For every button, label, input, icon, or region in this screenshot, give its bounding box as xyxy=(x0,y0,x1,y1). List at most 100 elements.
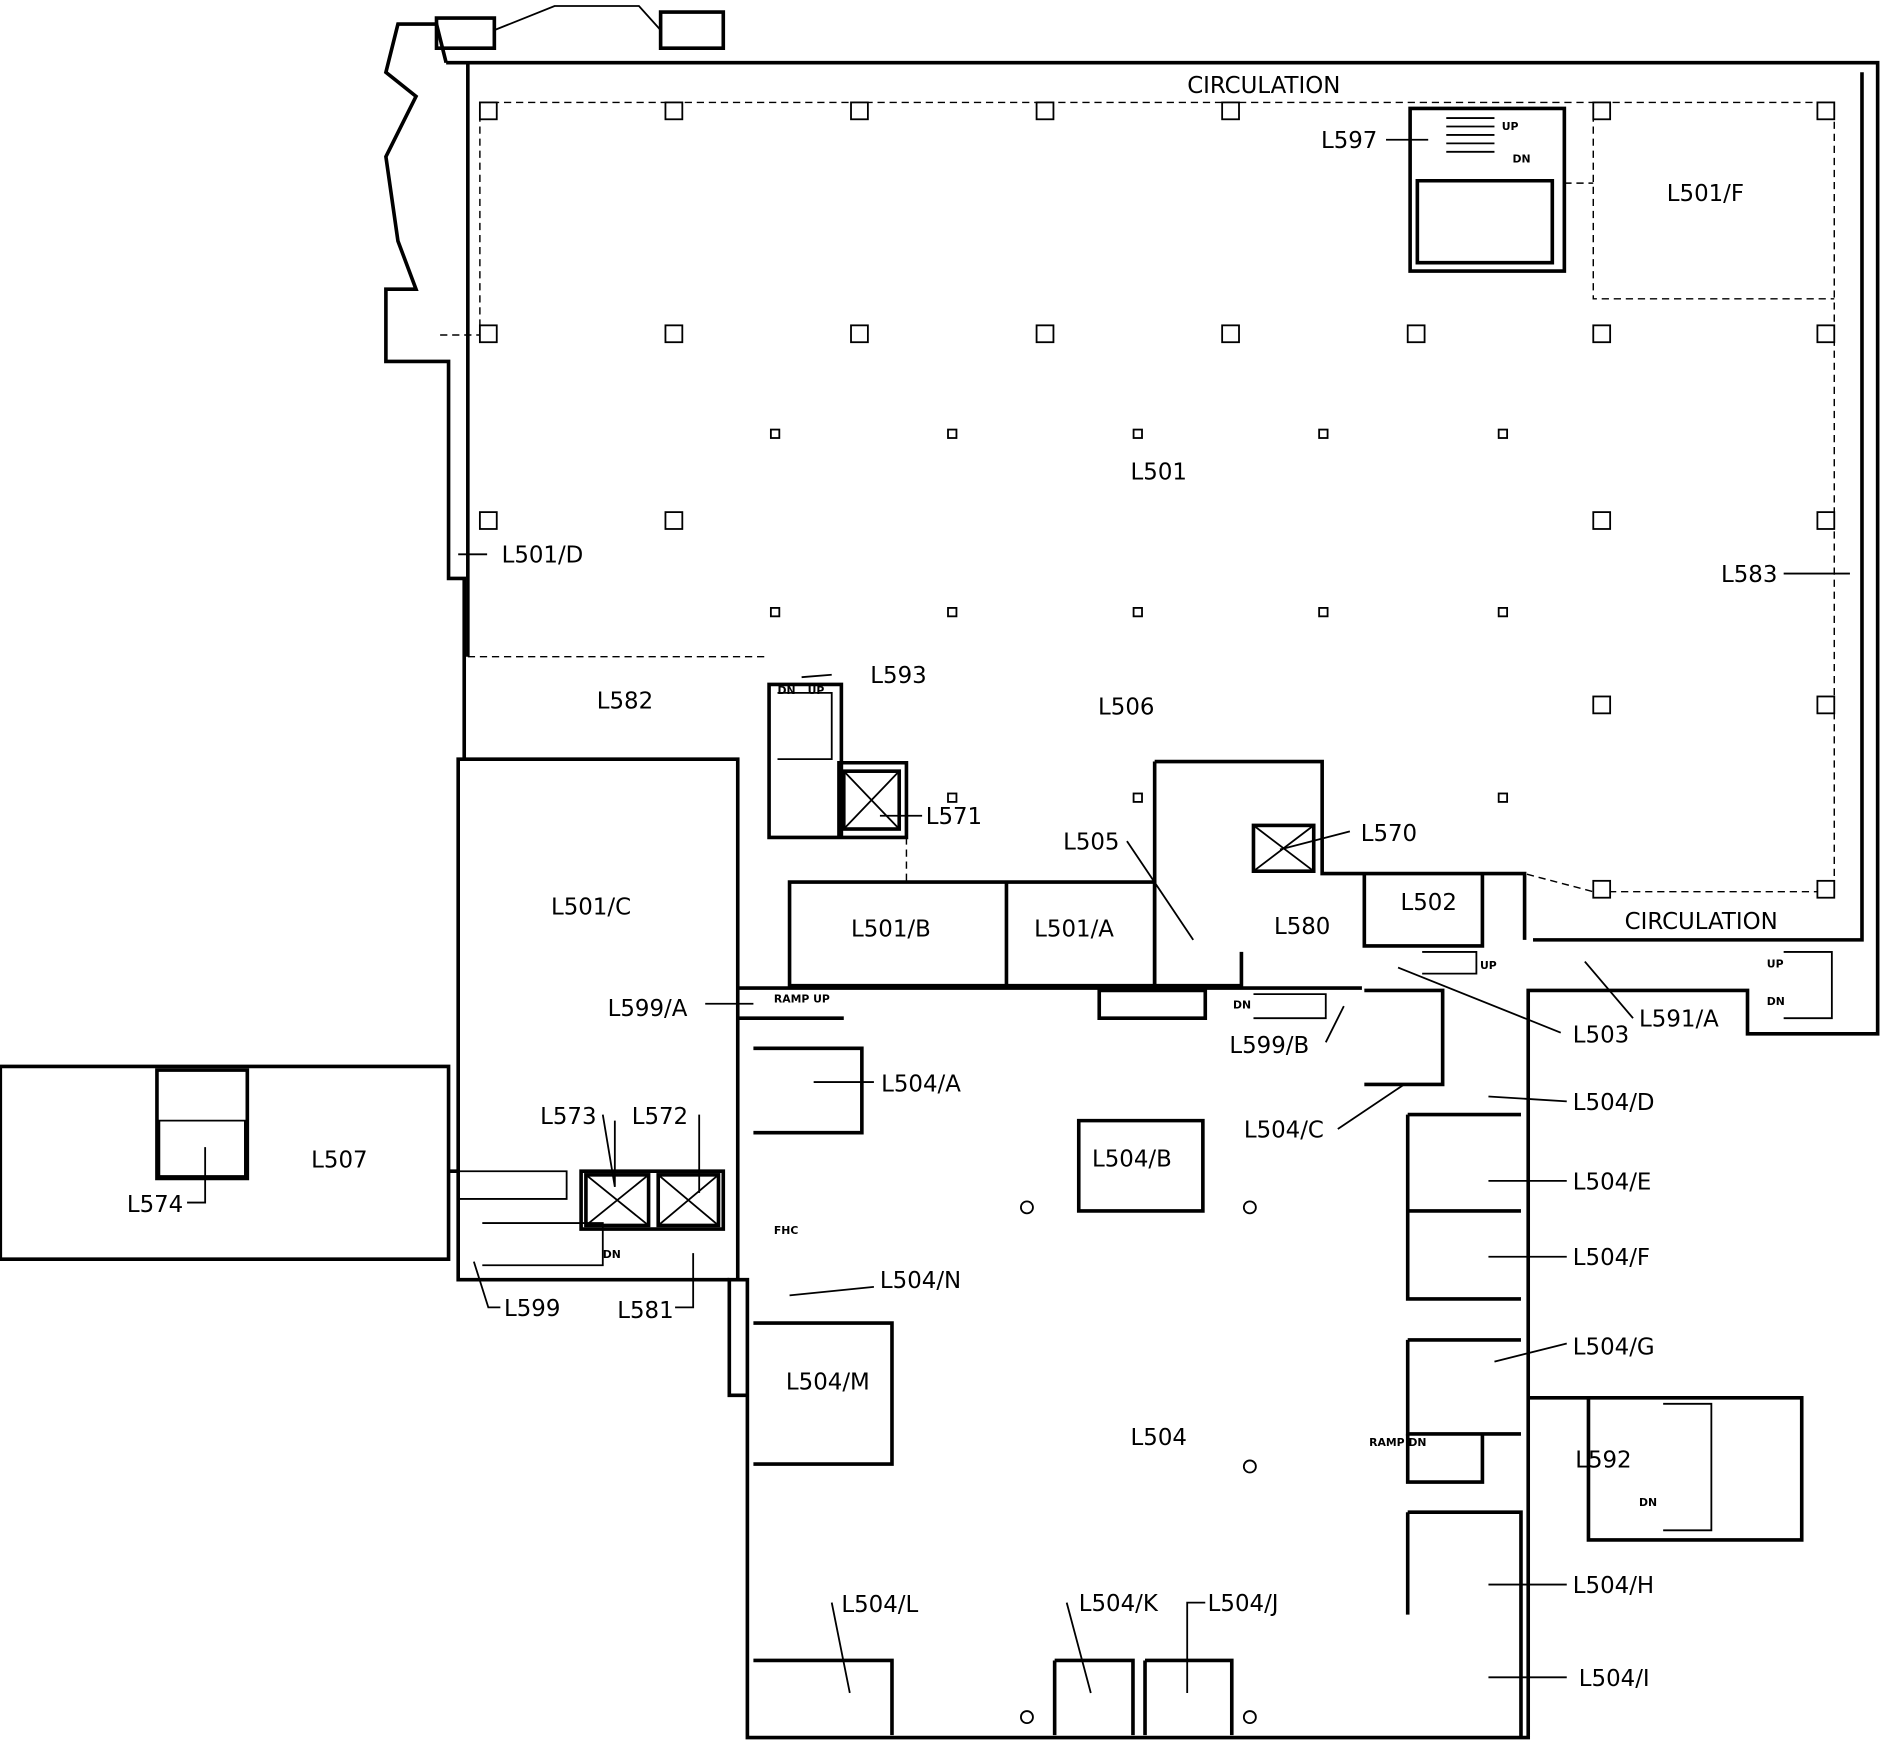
room-label-l501f: L501/F xyxy=(1667,181,1744,207)
room-label-l581: L581 xyxy=(617,1298,673,1324)
column xyxy=(1221,101,1240,121)
column xyxy=(1318,607,1329,618)
column xyxy=(1497,607,1509,618)
stair-dn-label: DN xyxy=(603,1248,621,1261)
room-label-l504a: L504/A xyxy=(881,1072,961,1098)
room-label-circulation-bottom: CIRCULATION xyxy=(1625,909,1778,935)
room-label-l574: L574 xyxy=(127,1192,183,1218)
round-column xyxy=(1020,1200,1034,1215)
column xyxy=(1406,324,1426,344)
column xyxy=(947,607,958,618)
column xyxy=(1592,324,1612,344)
stair-dn-label: DN xyxy=(1767,995,1785,1008)
building-walls xyxy=(0,5,1880,1740)
room-labels: CIRCULATION CIRCULATION L501 L501/F L597… xyxy=(127,73,1778,1692)
room-label-l504: L504 xyxy=(1131,1425,1187,1451)
column xyxy=(1035,324,1055,344)
room-label-l504g: L504/G xyxy=(1573,1334,1655,1360)
column xyxy=(664,324,684,344)
ramp-dn-label: RAMP DN xyxy=(1369,1436,1426,1449)
room-label-l504n: L504/N xyxy=(880,1268,961,1294)
room-label-l504l: L504/L xyxy=(841,1592,918,1618)
column xyxy=(478,324,498,344)
stair-up-label: UP xyxy=(1767,958,1784,971)
column xyxy=(1035,101,1055,121)
column xyxy=(1816,101,1836,121)
room-label-l570: L570 xyxy=(1361,821,1417,847)
room-label-l591a: L591/A xyxy=(1639,1007,1719,1033)
round-column xyxy=(1242,1710,1257,1725)
column xyxy=(664,511,684,530)
zone-boundaries xyxy=(436,101,1835,893)
column xyxy=(1497,792,1509,803)
column xyxy=(1816,879,1836,899)
room-label-l507: L507 xyxy=(311,1148,367,1174)
room-label-l582: L582 xyxy=(597,689,653,715)
room-label-l573: L573 xyxy=(540,1104,596,1130)
room-label-l503: L503 xyxy=(1573,1022,1629,1048)
room-label-l501d: L501/D xyxy=(502,543,584,569)
column xyxy=(769,607,781,618)
column xyxy=(478,101,498,121)
room-label-l504c: L504/C xyxy=(1244,1117,1324,1143)
round-column xyxy=(1242,1200,1257,1215)
column xyxy=(1132,428,1143,439)
column xyxy=(1318,428,1329,439)
room-label-l502: L502 xyxy=(1400,890,1456,916)
column xyxy=(1592,695,1612,715)
column xyxy=(850,324,869,344)
column xyxy=(478,511,498,530)
column xyxy=(1592,879,1612,899)
room-label-l504d: L504/D xyxy=(1573,1090,1655,1116)
round-column xyxy=(1242,1459,1257,1474)
room-label-circulation-top: CIRCULATION xyxy=(1187,73,1340,99)
column xyxy=(850,101,869,121)
column xyxy=(1816,511,1836,530)
column xyxy=(769,428,781,439)
room-label-l504b: L504/B xyxy=(1092,1146,1172,1172)
ramp-up-label: RAMP UP xyxy=(774,993,830,1006)
room-label-l504j: L504/J xyxy=(1208,1591,1279,1617)
stair-dn-label: DN xyxy=(1233,999,1251,1012)
stair-up-label: UP xyxy=(1502,120,1519,133)
stair-dn-label: DN xyxy=(1513,153,1531,166)
stair-up-label: UP xyxy=(808,684,825,697)
room-label-l504f: L504/F xyxy=(1573,1245,1650,1271)
column xyxy=(1132,792,1143,803)
column xyxy=(1497,428,1509,439)
room-label-l501: L501 xyxy=(1131,460,1187,486)
column xyxy=(1816,695,1836,715)
room-label-l571: L571 xyxy=(926,804,982,830)
column xyxy=(1816,324,1836,344)
room-label-l599b: L599/B xyxy=(1229,1033,1309,1059)
column xyxy=(1592,101,1612,121)
room-label-l504h: L504/H xyxy=(1573,1573,1654,1599)
stair-dn-label: DN xyxy=(1639,1496,1657,1509)
columns xyxy=(478,101,1836,1725)
column xyxy=(1221,324,1240,344)
fhc-label: FHC xyxy=(774,1224,798,1237)
column xyxy=(664,101,684,121)
leader-lines xyxy=(187,138,1850,1694)
room-label-l580: L580 xyxy=(1274,914,1330,940)
room-label-l506: L506 xyxy=(1098,695,1154,721)
room-label-l599a: L599/A xyxy=(608,996,688,1022)
room-label-l597: L597 xyxy=(1321,128,1377,154)
room-label-l501c: L501/C xyxy=(551,895,631,921)
stairs: UP DN UP DN UP DN DN DN DN UP RAMP UP RA… xyxy=(482,117,1833,1532)
room-label-l501b: L501/B xyxy=(851,916,931,942)
column xyxy=(947,428,958,439)
room-label-l504k: L504/K xyxy=(1079,1591,1159,1617)
room-label-l599: L599 xyxy=(504,1296,560,1322)
room-label-l504i: L504/I xyxy=(1579,1666,1650,1692)
stair-up-label: UP xyxy=(1480,959,1497,972)
stair-dn-label: DN xyxy=(778,684,796,697)
column xyxy=(947,792,958,803)
room-label-l572: L572 xyxy=(632,1104,688,1130)
room-label-l504e: L504/E xyxy=(1573,1169,1652,1195)
column xyxy=(1592,511,1612,530)
room-label-l592: L592 xyxy=(1575,1448,1631,1474)
room-label-l501a: L501/A xyxy=(1034,916,1114,942)
round-column xyxy=(1020,1710,1034,1725)
